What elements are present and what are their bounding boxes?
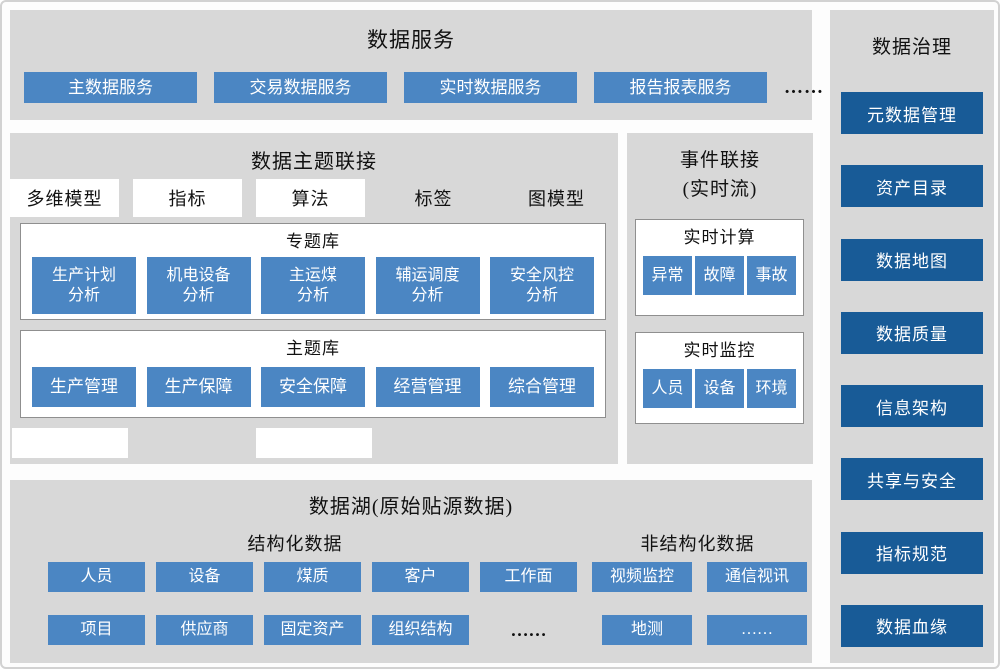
services-ellipsis: …… bbox=[784, 76, 824, 98]
lake-geological-survey-button[interactable]: 地测 bbox=[602, 615, 692, 645]
realtime-monitoring-row: 人员 设备 环境 bbox=[636, 361, 803, 408]
event-connection-title-line1: 事件联接 bbox=[679, 150, 760, 171]
rt-anomaly-button[interactable]: 异常 bbox=[643, 256, 692, 295]
gov-indicator-spec-button[interactable]: 指标规范 bbox=[841, 531, 983, 574]
topic-tabs: 多维模型 指标 算法 标签 图模型 bbox=[10, 179, 618, 217]
data-services-row: 主数据服务 交易数据服务 实时数据服务 报告报表服务 …… bbox=[24, 72, 824, 103]
service-transaction-data-button[interactable]: 交易数据服务 bbox=[214, 72, 387, 103]
event-connection-panel: 事件联接 (实时流) 实时计算 异常 故障 事故 实时监控 人员 设备 环境 bbox=[627, 133, 813, 464]
unstructured-row-1: 视频监控 通信视讯 bbox=[592, 562, 807, 592]
rt-personnel-button[interactable]: 人员 bbox=[643, 369, 692, 408]
tab-graph-model[interactable]: 图模型 bbox=[528, 189, 585, 209]
unstructured-data-title: 非结构化数据 bbox=[640, 534, 755, 554]
data-services-panel: 数据服务 主数据服务 交易数据服务 实时数据服务 报告报表服务 …… bbox=[10, 10, 823, 120]
realtime-monitoring-box: 实时监控 人员 设备 环境 bbox=[635, 332, 804, 424]
gov-info-architecture-button[interactable]: 信息架构 bbox=[841, 385, 983, 428]
event-connection-title: 事件联接 (实时流) bbox=[627, 133, 813, 204]
lake-coal-quality-button[interactable]: 煤质 bbox=[264, 562, 361, 592]
realtime-computing-title: 实时计算 bbox=[683, 228, 756, 247]
gov-data-quality-button[interactable]: 数据质量 bbox=[841, 311, 983, 354]
lake-working-face-button[interactable]: 工作面 bbox=[480, 562, 577, 592]
topic-connection-panel: 数据主题联接 多维模型 指标 算法 标签 图模型 专题库 生产计划 分析 机电设… bbox=[10, 133, 618, 464]
governance-items: 元数据管理 资产目录 数据地图 数据质量 信息架构 共享与安全 指标规范 数据血… bbox=[841, 92, 983, 647]
theme-library-title: 主题库 bbox=[286, 339, 340, 358]
special-electromechanical-button[interactable]: 机电设备 分析 bbox=[146, 257, 251, 314]
rt-fault-button[interactable]: 故障 bbox=[695, 256, 744, 295]
rt-equipment-button[interactable]: 设备 bbox=[695, 369, 744, 408]
theme-production-support-button[interactable]: 生产保障 bbox=[146, 367, 251, 407]
data-lake-panel: 数据湖(原始贴源数据) 结构化数据 非结构化数据 人员 设备 煤质 客户 工作面… bbox=[10, 480, 812, 663]
special-library-box: 专题库 生产计划 分析 机电设备 分析 主运煤 分析 辅运调度 分析 安全风控 … bbox=[20, 223, 606, 320]
tab-indicator[interactable]: 指标 bbox=[133, 179, 242, 217]
data-governance-panel: 数据治理 元数据管理 资产目录 数据地图 数据质量 信息架构 共享与安全 指标规… bbox=[830, 10, 994, 663]
lake-supplier-button[interactable]: 供应商 bbox=[156, 615, 253, 645]
rt-accident-button[interactable]: 事故 bbox=[747, 256, 796, 295]
lake-communication-button[interactable]: 通信视讯 bbox=[707, 562, 807, 592]
theme-safety-support-button[interactable]: 安全保障 bbox=[261, 367, 365, 407]
tab-multidim-model[interactable]: 多维模型 bbox=[10, 179, 119, 217]
service-report-button[interactable]: 报告报表服务 bbox=[594, 72, 767, 103]
lake-equipment-button[interactable]: 设备 bbox=[156, 562, 253, 592]
lake-fixed-assets-button[interactable]: 固定资产 bbox=[264, 615, 361, 645]
structured-row-2: 项目 供应商 固定资产 组织结构 …… bbox=[48, 615, 577, 645]
event-connection-title-line2: (实时流) bbox=[682, 178, 758, 200]
lake-personnel-button[interactable]: 人员 bbox=[48, 562, 145, 592]
structured-data-title: 结构化数据 bbox=[247, 534, 343, 554]
tab-algorithm[interactable]: 算法 bbox=[256, 179, 365, 217]
theme-operation-mgmt-button[interactable]: 经营管理 bbox=[375, 367, 480, 407]
lake-video-monitoring-button[interactable]: 视频监控 bbox=[592, 562, 692, 592]
structured-row-1: 人员 设备 煤质 客户 工作面 bbox=[48, 562, 577, 592]
topic-connection-title: 数据主题联接 bbox=[251, 151, 377, 173]
rt-environment-button[interactable]: 环境 bbox=[747, 369, 796, 408]
tab-label[interactable]: 标签 bbox=[414, 189, 453, 209]
theme-comprehensive-mgmt-button[interactable]: 综合管理 bbox=[490, 367, 594, 407]
unstructured-ellipsis-button[interactable]: …… bbox=[707, 615, 807, 645]
gov-asset-catalog-button[interactable]: 资产目录 bbox=[841, 165, 983, 208]
data-governance-title: 数据治理 bbox=[871, 37, 952, 58]
decorative-stripe bbox=[12, 428, 128, 458]
gov-metadata-mgmt-button[interactable]: 元数据管理 bbox=[841, 92, 983, 134]
special-auxiliary-dispatch-button[interactable]: 辅运调度 分析 bbox=[375, 257, 480, 314]
realtime-computing-box: 实时计算 异常 故障 事故 bbox=[635, 219, 804, 316]
special-production-plan-button[interactable]: 生产计划 分析 bbox=[32, 257, 136, 314]
unstructured-row-2: 地测 …… bbox=[602, 615, 807, 645]
decorative-stripe bbox=[256, 428, 372, 458]
gov-sharing-security-button[interactable]: 共享与安全 bbox=[841, 458, 983, 501]
special-safety-risk-button[interactable]: 安全风控 分析 bbox=[490, 257, 594, 314]
service-realtime-data-button[interactable]: 实时数据服务 bbox=[404, 72, 577, 103]
special-coal-transport-button[interactable]: 主运煤 分析 bbox=[261, 257, 365, 314]
realtime-monitoring-title: 实时监控 bbox=[683, 341, 756, 360]
lake-org-structure-button[interactable]: 组织结构 bbox=[372, 615, 469, 645]
realtime-computing-row: 异常 故障 事故 bbox=[636, 248, 803, 295]
theme-production-mgmt-button[interactable]: 生产管理 bbox=[32, 367, 136, 407]
theme-library-row: 生产管理 生产保障 安全保障 经营管理 综合管理 bbox=[21, 359, 605, 407]
lake-customer-button[interactable]: 客户 bbox=[372, 562, 469, 592]
special-library-title: 专题库 bbox=[286, 232, 340, 251]
special-library-row: 生产计划 分析 机电设备 分析 主运煤 分析 辅运调度 分析 安全风控 分析 bbox=[21, 252, 605, 314]
structured-ellipsis: …… bbox=[510, 619, 547, 640]
data-lake-title: 数据湖(原始贴源数据) bbox=[308, 496, 514, 518]
service-master-data-button[interactable]: 主数据服务 bbox=[24, 72, 197, 103]
theme-library-box: 主题库 生产管理 生产保障 安全保障 经营管理 综合管理 bbox=[20, 330, 606, 418]
data-services-title: 数据服务 bbox=[367, 28, 455, 52]
gov-data-lineage-button[interactable]: 数据血缘 bbox=[841, 604, 983, 647]
lake-project-button[interactable]: 项目 bbox=[48, 615, 145, 645]
gov-data-map-button[interactable]: 数据地图 bbox=[841, 238, 983, 281]
